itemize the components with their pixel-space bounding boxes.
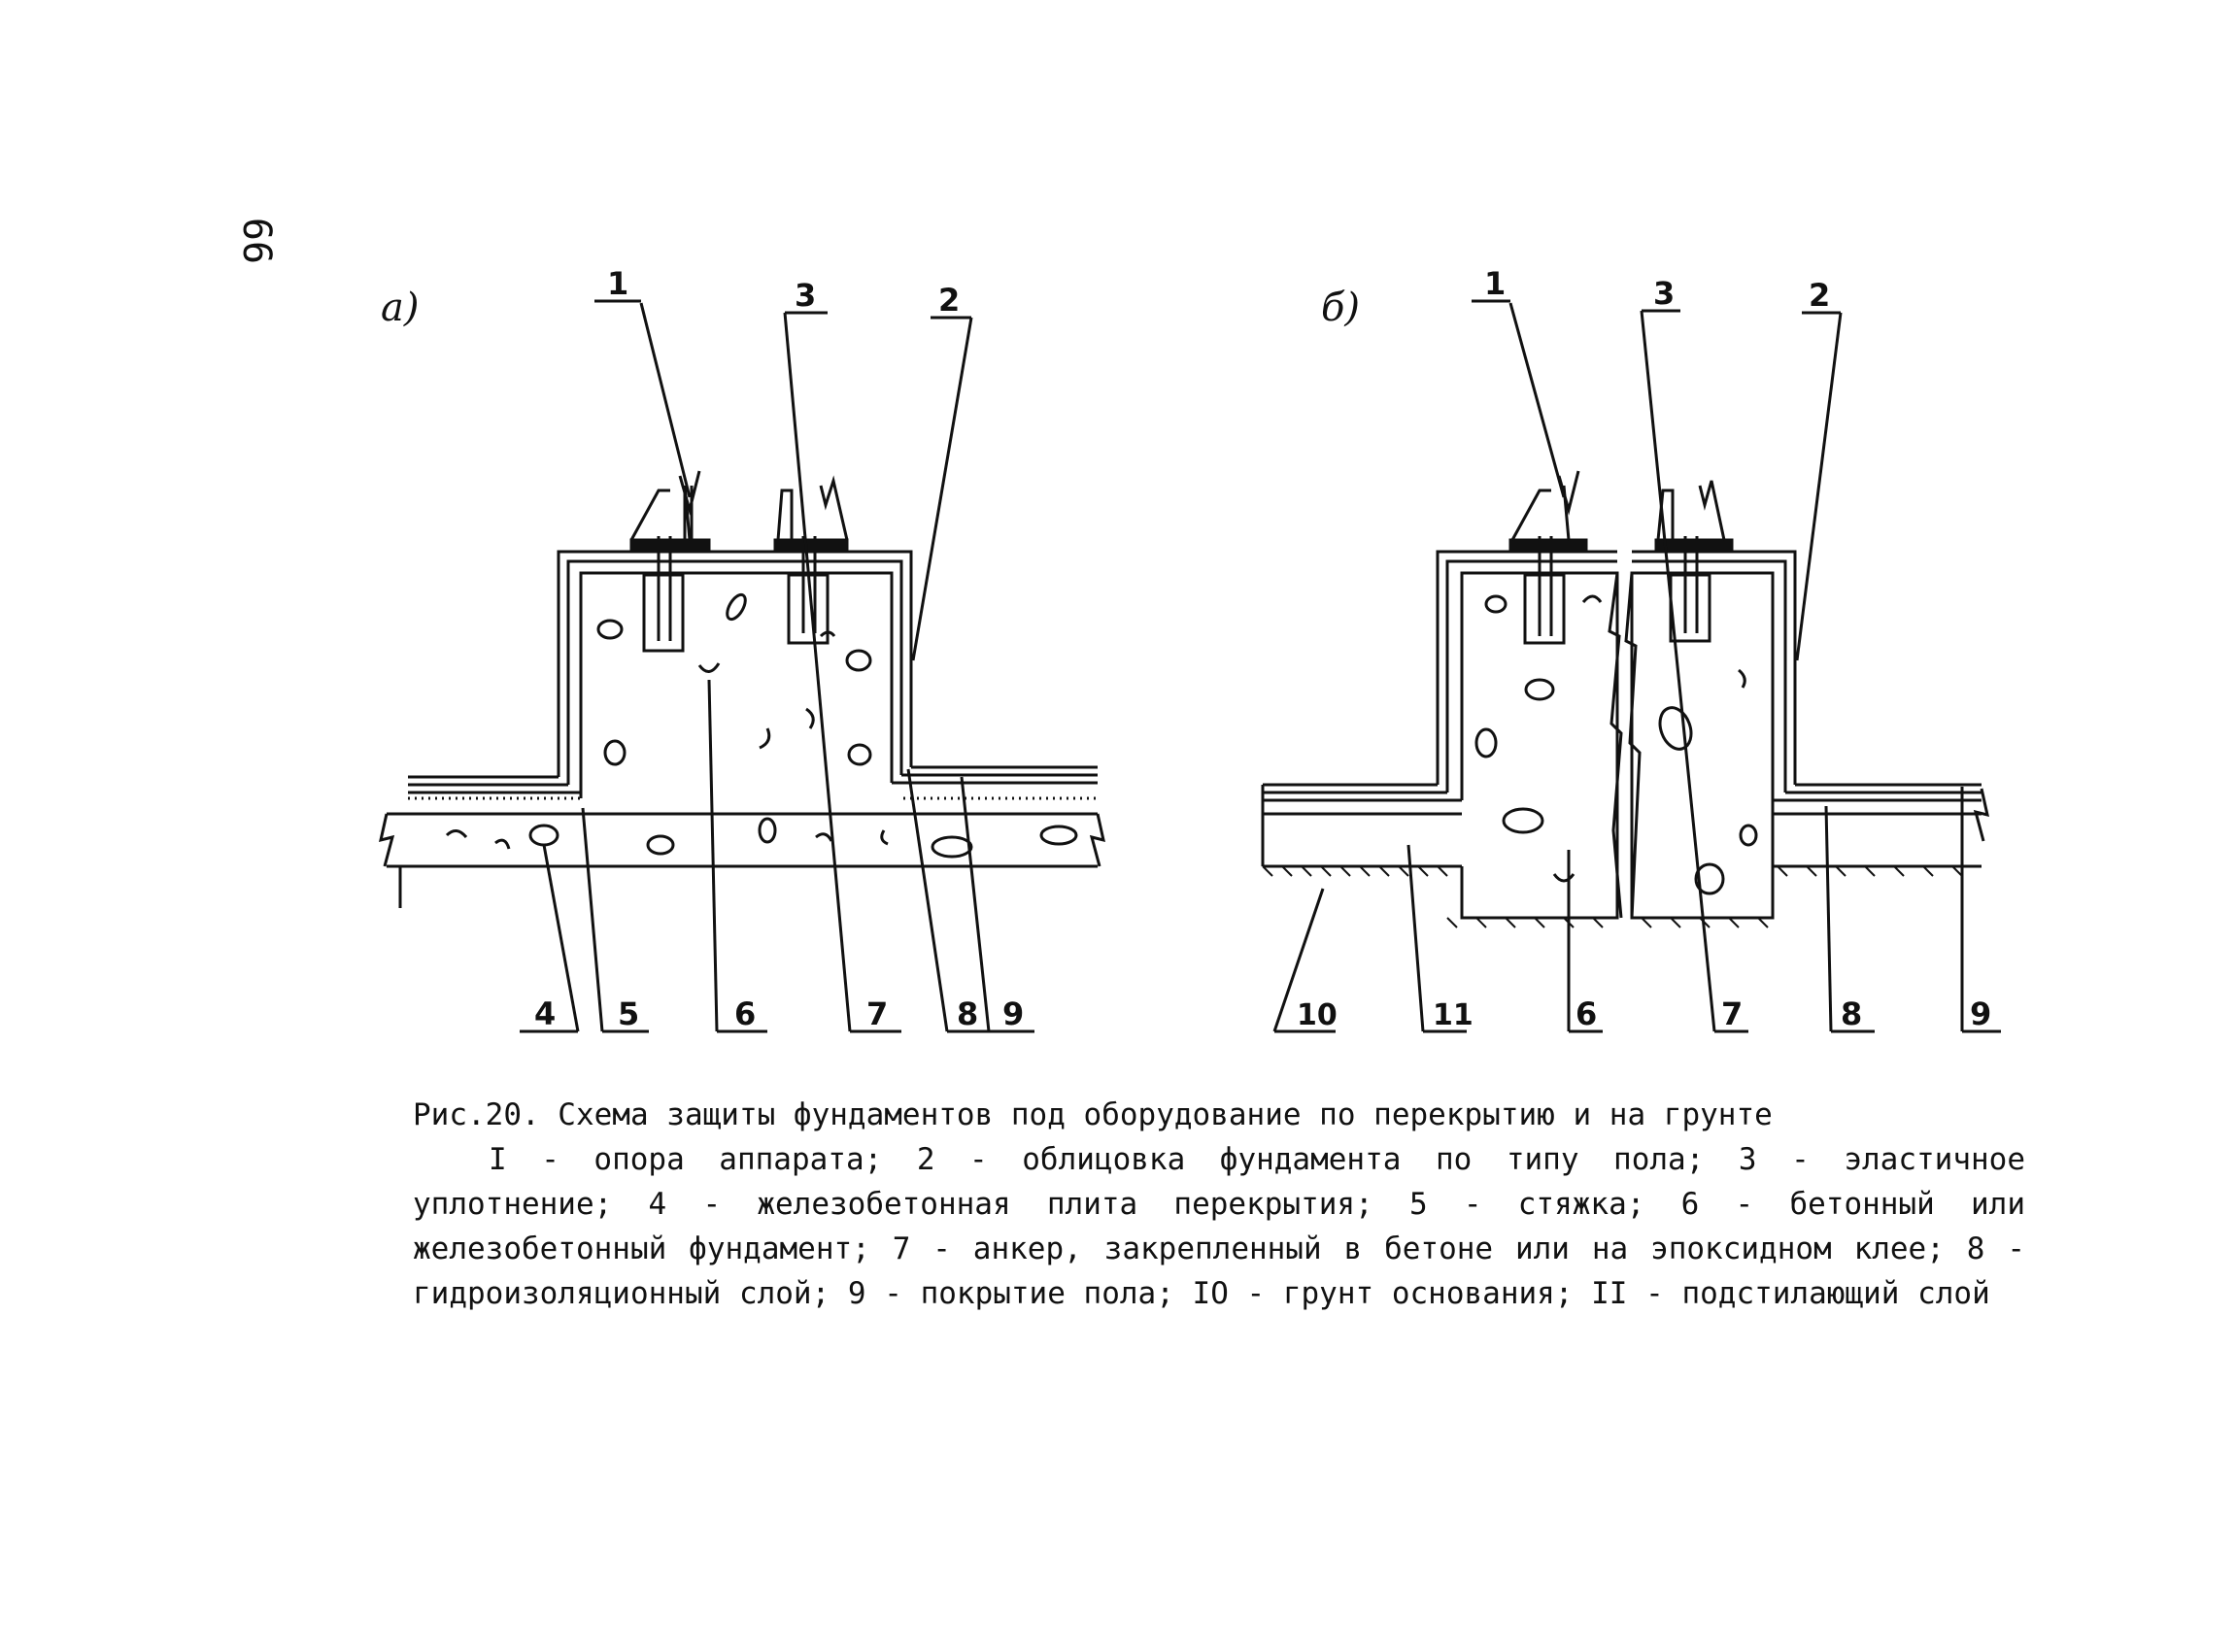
- panel-b-label: б): [1321, 286, 1360, 330]
- callout-b-2: 2: [1809, 277, 1830, 314]
- callout-b-11: 11: [1433, 998, 1474, 1032]
- callout-b-1: 1: [1484, 265, 1506, 302]
- callout-a-6: 6: [734, 995, 756, 1032]
- callout-b-7: 7: [1721, 995, 1743, 1032]
- callout-b-9: 9: [1970, 995, 1991, 1032]
- callout-b-10: 10: [1297, 998, 1338, 1032]
- panel-b-drawing: [1261, 299, 2001, 1033]
- callout-a-5: 5: [618, 995, 639, 1032]
- callout-b-3: 3: [1653, 275, 1675, 312]
- figure-legend: I - опора аппарата; 2 - облицовка фундам…: [413, 1142, 2025, 1311]
- callout-a-4: 4: [534, 995, 556, 1032]
- callout-b-8: 8: [1841, 995, 1862, 1032]
- callout-a-3: 3: [795, 277, 816, 314]
- callout-a-8: 8: [957, 995, 978, 1032]
- panel-a-label: а): [381, 286, 419, 330]
- figure-title: Рис.20. Схема защиты фундаментов под обо…: [413, 1097, 1773, 1132]
- callout-a-9: 9: [1002, 995, 1024, 1032]
- callout-a-7: 7: [866, 995, 888, 1032]
- callout-a-2: 2: [938, 282, 960, 319]
- callout-a-1: 1: [607, 265, 628, 302]
- callout-b-6: 6: [1575, 995, 1597, 1032]
- panel-a-drawing: [379, 299, 1105, 1033]
- figure-caption: Рис.20. Схема защиты фундаментов под обо…: [413, 1093, 2025, 1316]
